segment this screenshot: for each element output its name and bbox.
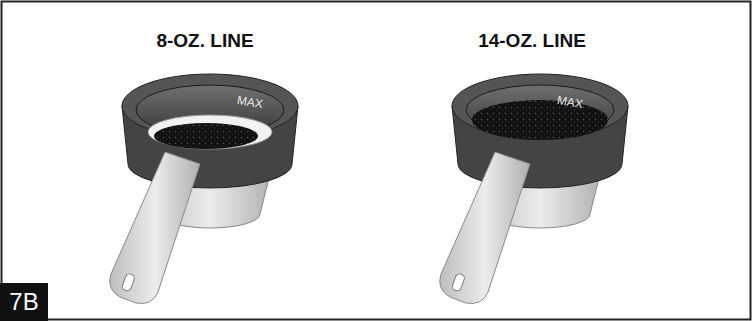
filter-basket — [110, 74, 298, 304]
handle-hole — [451, 273, 465, 292]
coffee-grounds — [472, 100, 608, 140]
coffee-grounds — [154, 123, 258, 149]
basket-handle — [440, 152, 530, 304]
basket-handle — [110, 152, 200, 304]
line-heading: 8-OZ. LINE — [156, 30, 253, 52]
line-heading: 14-OZ. LINE — [478, 30, 586, 52]
filter-basket — [440, 74, 628, 304]
handle-hole — [121, 273, 135, 292]
filter-mesh — [148, 115, 272, 149]
figure-tag: 7B — [0, 283, 48, 321]
figure-number: 7B — [9, 288, 38, 316]
